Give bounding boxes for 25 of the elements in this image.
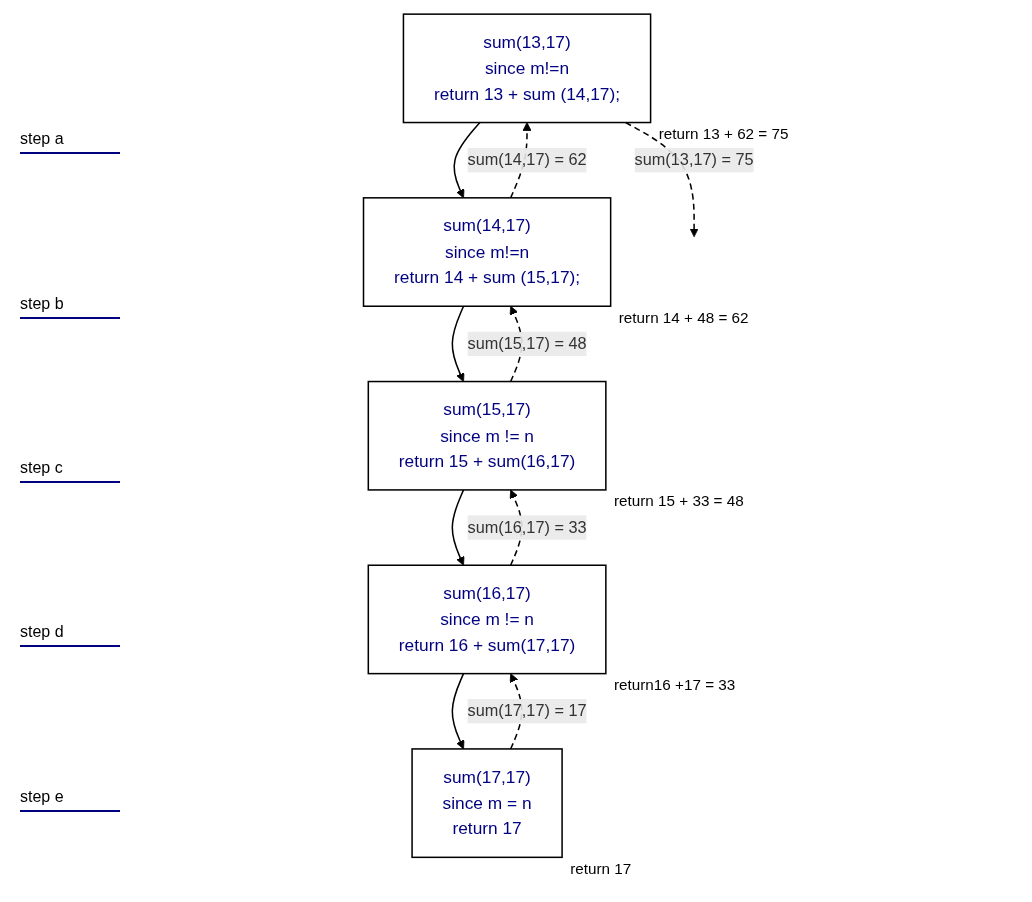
arrow	[451, 305, 465, 382]
return-value-text: return 15 + 33 = 48	[614, 492, 744, 510]
edge-label: sum(14,17) = 62	[467, 151, 587, 169]
node-box: sum(14,17) since m!=n return 14 + sum (15,17);	[362, 197, 612, 307]
step-label: step b	[20, 294, 120, 319]
node-box: sum(13,17) since m!=n return 13 + sum (14,17);	[402, 13, 652, 124]
edge-label: sum(13,17) = 75	[634, 151, 754, 169]
return-value-text: return16 +17 = 33	[614, 675, 736, 693]
arrow	[624, 121, 699, 238]
step-label: step a	[20, 130, 120, 155]
step-label: step d	[20, 623, 120, 648]
return-value-text: return 13 + 62 = 75	[658, 124, 789, 142]
return-value-text: return 14 + 48 = 62	[618, 308, 749, 326]
edge-label: sum(17,17) = 17	[467, 702, 587, 720]
arrow	[451, 489, 465, 566]
arrow	[453, 121, 481, 199]
edge-label: sum(16,17) = 33	[467, 518, 587, 536]
node-box: sum(16,17) since m != n return 16 + sum(17,17)	[367, 564, 607, 675]
node-box: sum(15,17) since m != n return 15 + sum(16,17)	[367, 380, 607, 491]
return-value-text: return 17	[570, 859, 632, 877]
node-box: sum(17,17) since m = n return 17	[411, 748, 563, 859]
step-label: step e	[20, 787, 120, 812]
step-label: step c	[20, 458, 120, 483]
edge-label: sum(15,17) = 48	[467, 334, 587, 353]
arrow	[451, 672, 465, 750]
